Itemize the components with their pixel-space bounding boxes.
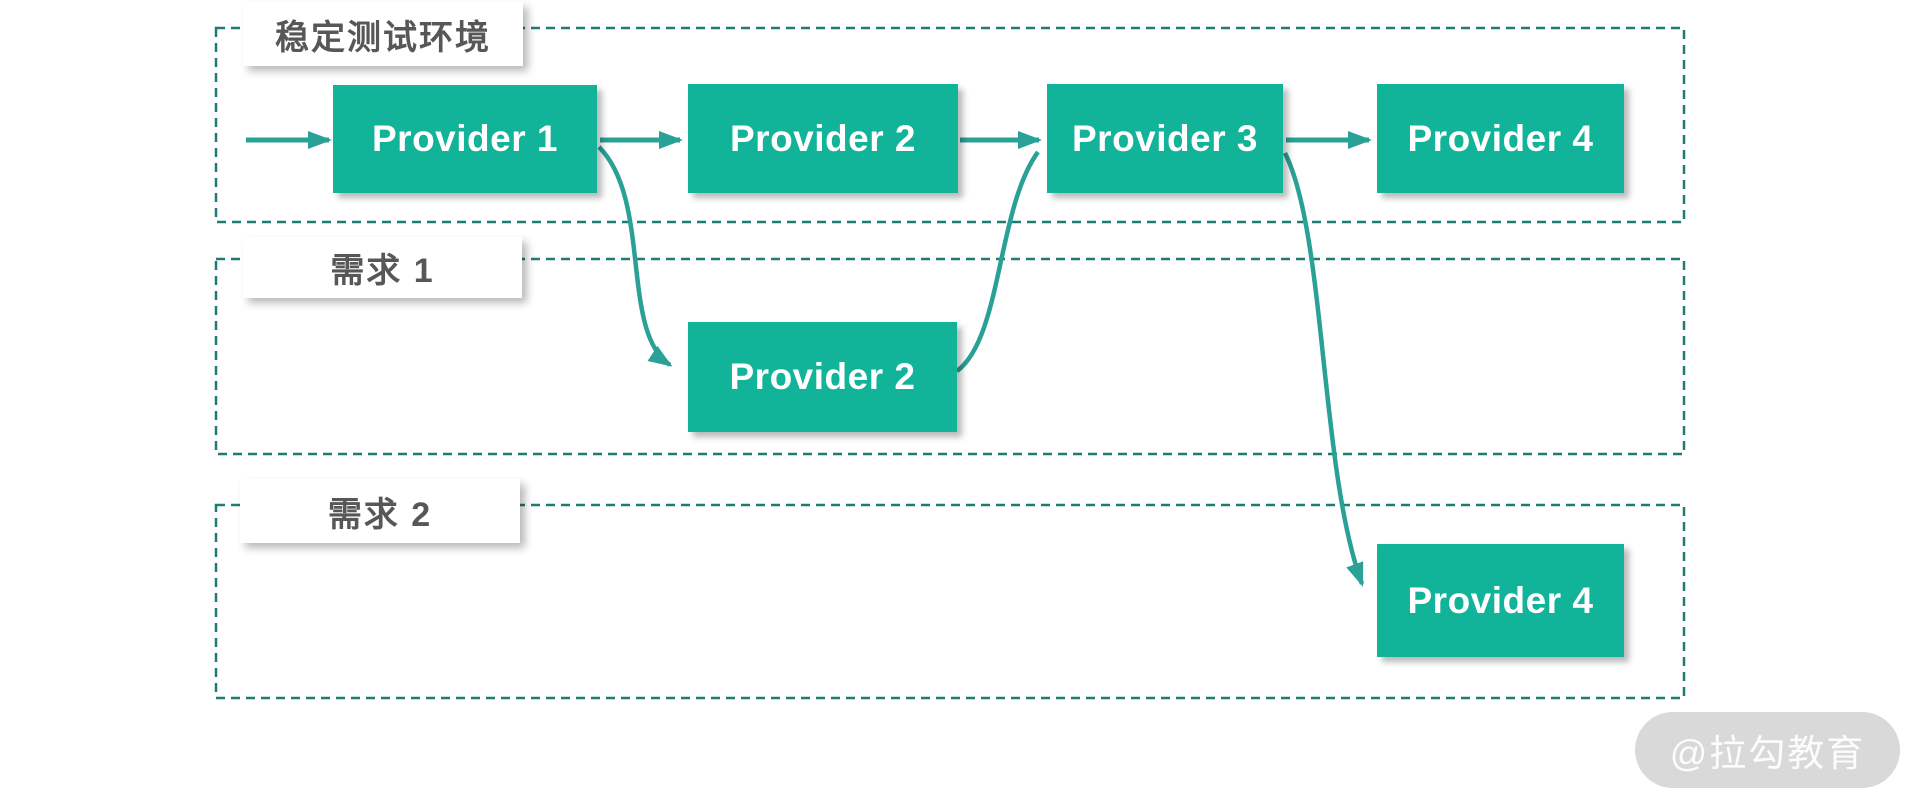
curve-provider1-to-req1-provider2 [597, 145, 673, 367]
region-stable-border [214, 26, 1686, 224]
node-provider1: Provider 1 [333, 85, 597, 193]
region-req1-border [214, 257, 1686, 456]
node-provider3: Provider 3 [1047, 84, 1283, 193]
node-provider2: Provider 2 [688, 84, 958, 193]
region-req2-border [214, 503, 1686, 700]
region-label-stable: 稳定测试环境 [243, 2, 523, 66]
watermark-badge: @拉勾教育 [1635, 712, 1900, 788]
curve-req1-provider2-to-provider3 [955, 150, 1040, 373]
node-provider4: Provider 4 [1377, 84, 1624, 193]
node-req1-provider2: Provider 2 [688, 322, 957, 432]
region-label-req1: 需求 1 [243, 237, 522, 298]
node-req2-provider4: Provider 4 [1377, 544, 1624, 657]
region-label-req2: 需求 2 [240, 479, 520, 543]
curve-provider3-to-req2-provider4 [1282, 151, 1365, 587]
